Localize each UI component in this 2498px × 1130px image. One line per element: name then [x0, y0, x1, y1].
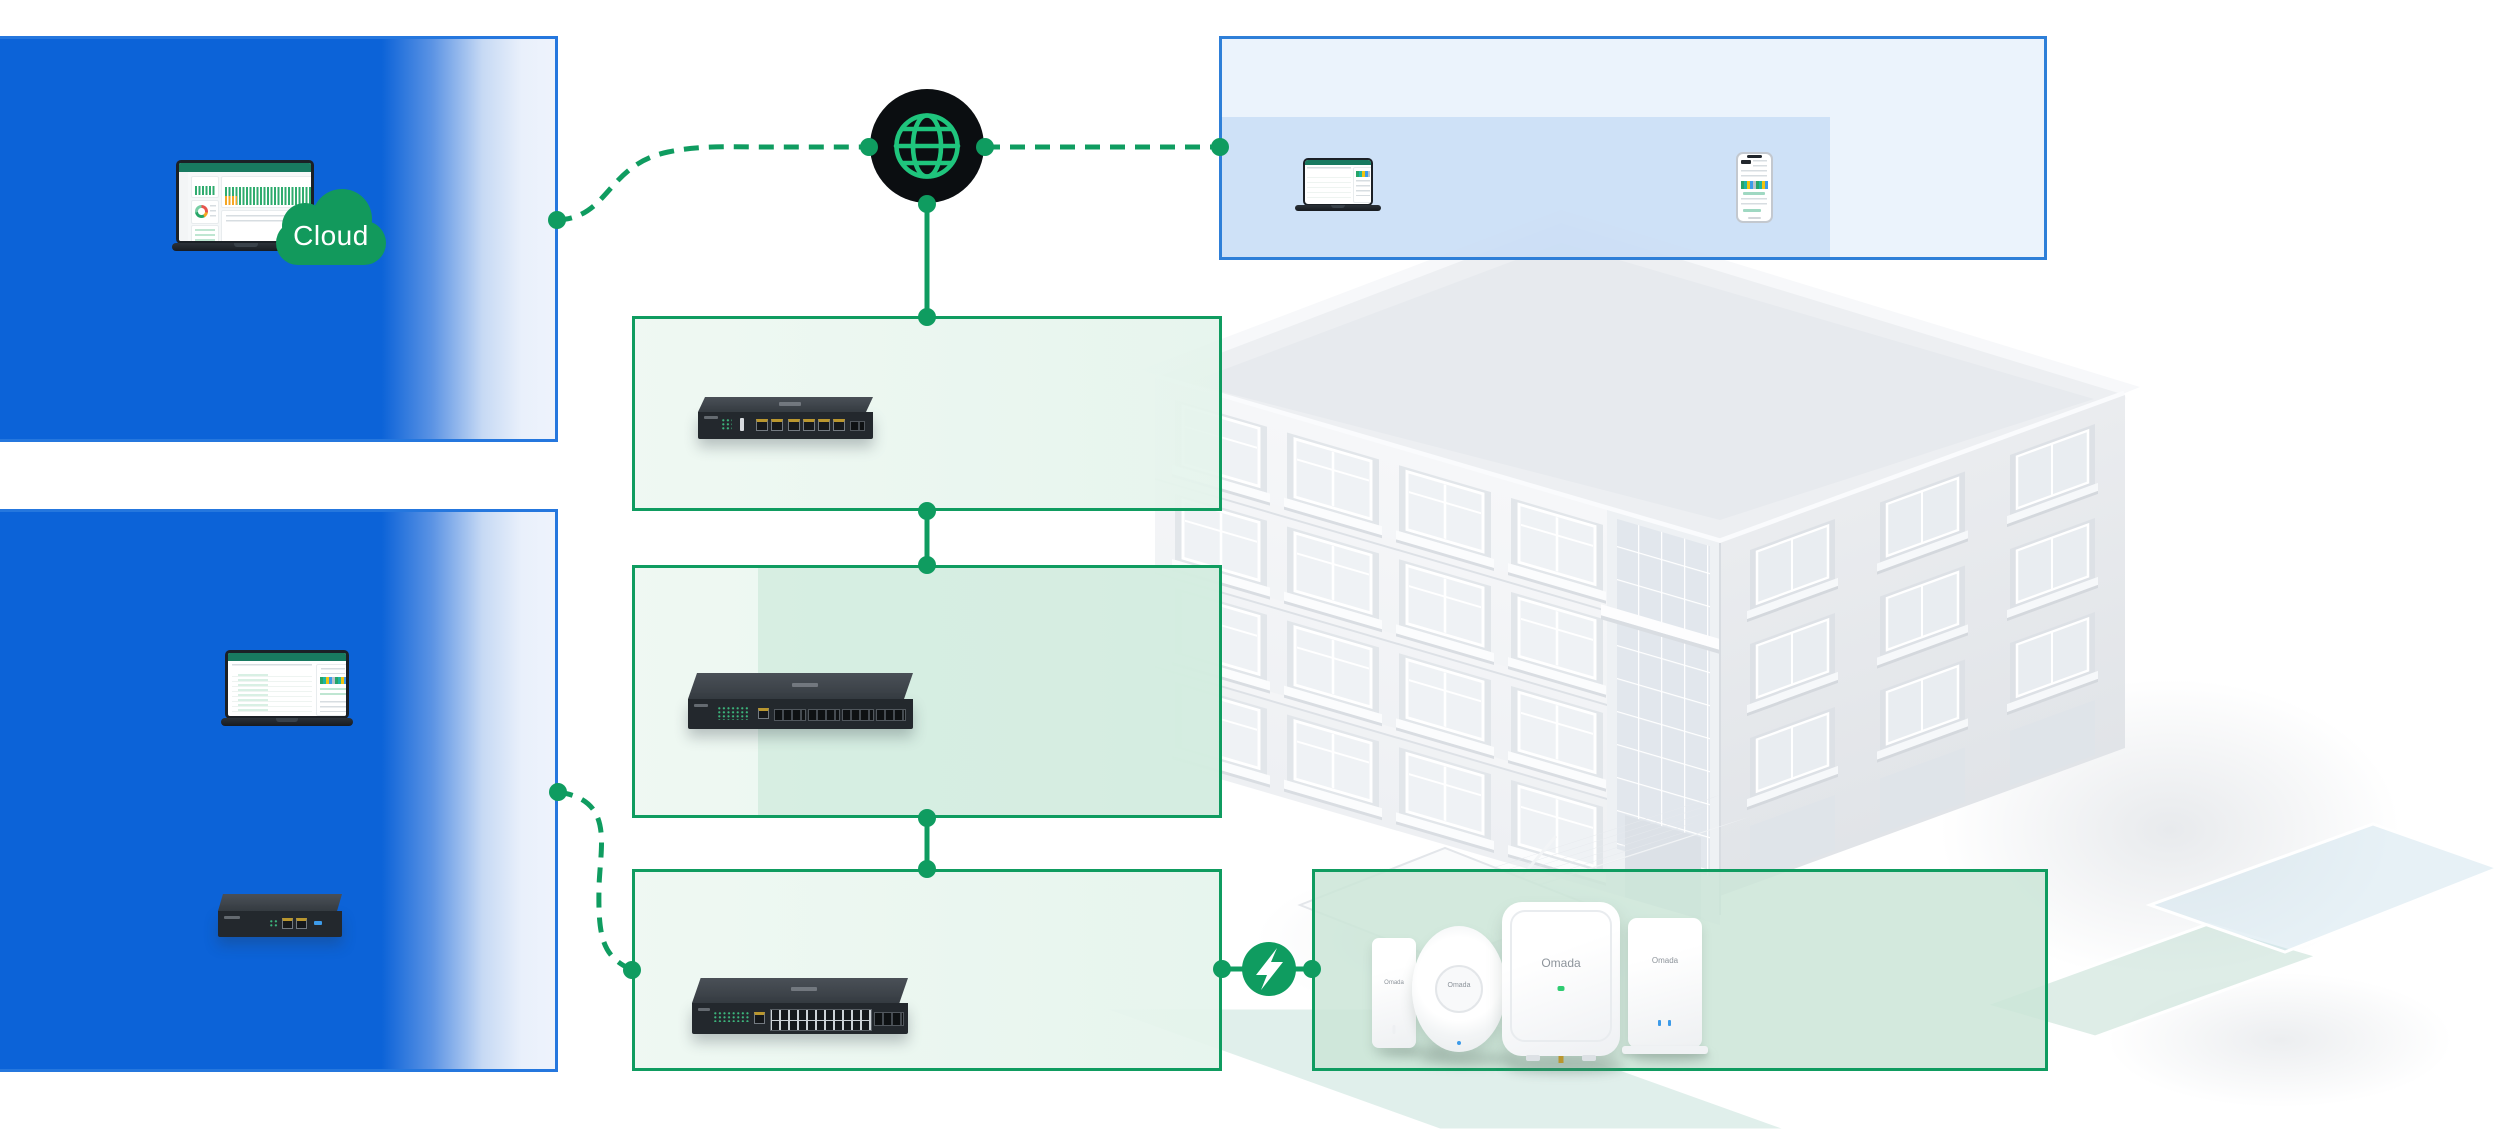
access-switch [692, 978, 908, 1040]
controller-header-bar [228, 653, 346, 661]
round-ap-led [1457, 1041, 1461, 1045]
router-front-face [698, 412, 873, 439]
agg-switch-top-face [688, 673, 913, 699]
wall-plate-led-2 [1668, 1020, 1671, 1026]
wall-plate-led-1 [1658, 1020, 1661, 1026]
round-ap-logo: Omada [1447, 982, 1471, 989]
controller-laptop [221, 650, 353, 730]
dashboard-header-bar [179, 163, 311, 172]
client-laptop [1295, 158, 1381, 216]
controller-front-face [218, 911, 342, 937]
building-side-face [1720, 395, 2125, 896]
ceiling-ap-square: Omada [1502, 902, 1620, 1063]
laptop-base [172, 243, 320, 251]
wall-ap: Omada [1372, 938, 1416, 1048]
controller-management-panel [0, 509, 558, 1072]
access-switch-front-face [692, 1003, 908, 1034]
gateway-router [698, 397, 873, 439]
aggregation-switch [688, 673, 913, 735]
square-ap-led [1557, 986, 1565, 991]
laptop-base [1295, 205, 1381, 211]
client-table [1307, 173, 1351, 201]
rj45-port-bank [770, 1009, 872, 1031]
ceiling-ap-round: Omada [1412, 926, 1506, 1052]
client-laptop-screen [1303, 158, 1373, 206]
clients-panel [1219, 36, 2047, 260]
router-top-face [698, 397, 873, 412]
controller-top-face [218, 894, 342, 911]
square-ap-logo: Omada [1541, 956, 1581, 970]
square-ap-face [1510, 910, 1612, 1042]
cloud-label: Cloud [293, 220, 369, 251]
wall-ap-logo: Omada [1384, 980, 1404, 986]
client-app-header [1305, 160, 1371, 165]
hardware-controller [218, 894, 342, 938]
building-front-face [1155, 378, 1726, 926]
wall-plate-ap: Omada [1622, 918, 1708, 1054]
agg-switch-front-face [688, 699, 913, 729]
traffic-chart-card [221, 176, 311, 208]
donut-chart-card [191, 200, 219, 224]
laptop-base [221, 718, 353, 726]
controller-laptop-screen [225, 650, 349, 719]
port-status-grid [1741, 181, 1768, 189]
client-phone [1736, 152, 1773, 223]
aggregation-panel [632, 565, 1222, 818]
summary-card [316, 664, 346, 716]
access-panel [632, 869, 1222, 1071]
round-ap-center: Omada [1435, 965, 1483, 1013]
building-roof-deck [1188, 243, 2094, 520]
access-switch-top-face [692, 978, 908, 1003]
cloud-node: Cloud [276, 189, 386, 265]
wall-plate-ap-logo: Omada [1651, 956, 1679, 965]
phone-notch [1747, 155, 1762, 158]
